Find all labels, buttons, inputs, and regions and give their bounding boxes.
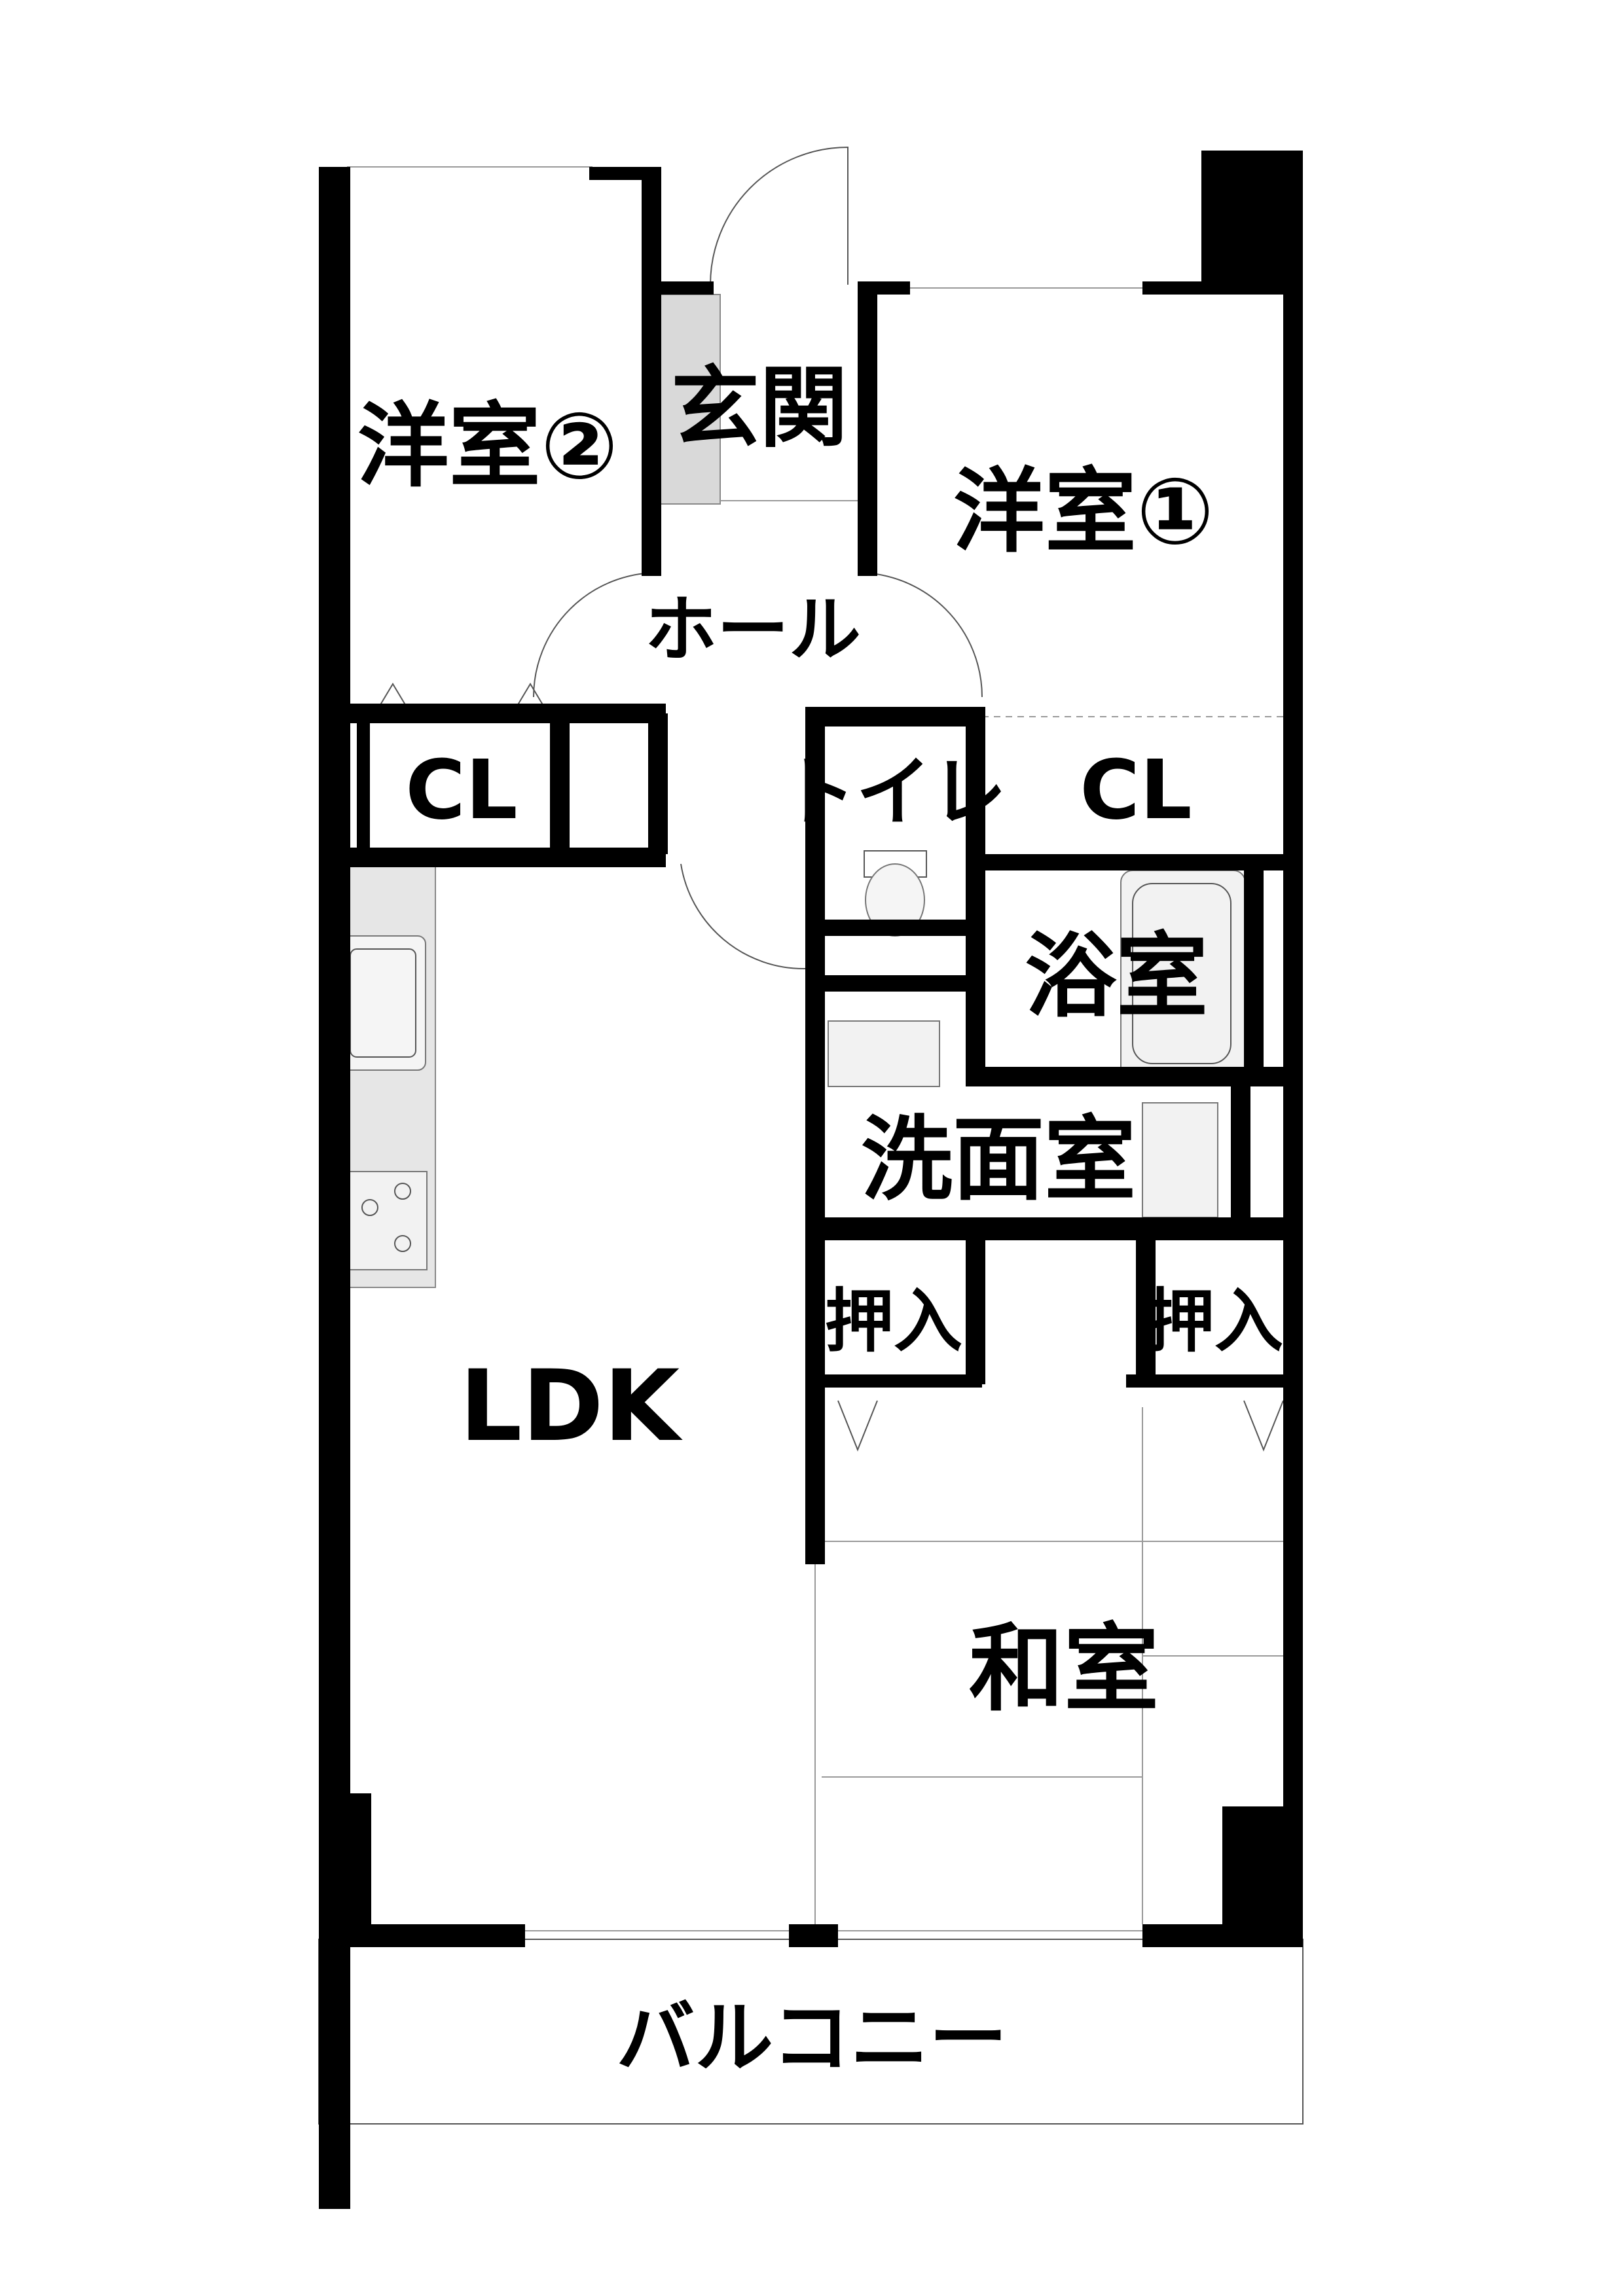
label-oshiire-right: 押入	[1146, 1282, 1283, 1361]
label-washroom: 洗面室	[861, 1107, 1136, 1213]
label-entrance: 玄関	[671, 357, 848, 459]
washing-machine	[1142, 1102, 1218, 1218]
label-balcony: バルコニー	[616, 1993, 1008, 2084]
label-ldk: LDK	[460, 1350, 683, 1463]
burner-1	[361, 1199, 378, 1216]
entrance-door-swing	[710, 146, 848, 285]
label-oshiire-left: 押入	[825, 1282, 962, 1361]
washbasin	[828, 1020, 940, 1087]
label-bath: 浴室	[1025, 924, 1208, 1030]
label-washitsu: 和室	[969, 1614, 1159, 1725]
kitchen-sink	[340, 935, 426, 1071]
burner-3	[394, 1235, 411, 1252]
label-hall: ホール	[645, 588, 861, 672]
ldk-door-swing	[680, 863, 806, 970]
label-closet-left: CL	[405, 743, 517, 838]
stove	[348, 1171, 428, 1270]
oshiire-door-mark-left	[837, 1400, 878, 1452]
oshiire-door-mark-right	[1243, 1400, 1284, 1452]
label-western1: 洋室①	[953, 459, 1214, 565]
label-western2: 洋室②	[357, 393, 619, 500]
hall-door-swing-right	[857, 572, 983, 698]
hall-door-swing-left	[533, 572, 659, 698]
label-toilet: トイレ	[780, 749, 1006, 836]
walls	[319, 151, 1303, 2209]
bathtub-inner	[1132, 883, 1231, 1064]
burner-2	[394, 1183, 411, 1200]
label-closet-right: CL	[1080, 743, 1192, 838]
